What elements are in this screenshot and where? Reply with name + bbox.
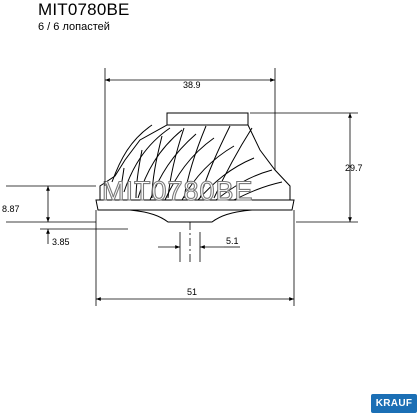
wheel-outline [95,112,295,223]
dimension-outer-diameter-label: 51 [187,287,197,297]
dimension-height-label: 29.7 [345,163,363,173]
dimension-top-width-label: 38.9 [183,80,201,90]
blade-count-subtitle: 6 / 6 лопастей [38,21,110,33]
dimension-base-offset [40,228,128,244]
part-number-title: MIT0780BE [38,0,130,19]
dimension-base-offset-label: 3.85 [52,237,70,247]
dimension-bore-label: 5.1 [226,236,239,246]
dimension-outer-diameter [95,210,295,306]
watermark-text: MIT0780BE [102,176,254,206]
krauf-logo: KRAUF [371,394,417,413]
dimension-hub-height-label: 8.87 [2,204,20,214]
dimension-hub-height [6,185,96,223]
dimension-top-width [104,68,276,186]
dimension-bore [158,232,240,262]
dimension-height [250,112,358,223]
